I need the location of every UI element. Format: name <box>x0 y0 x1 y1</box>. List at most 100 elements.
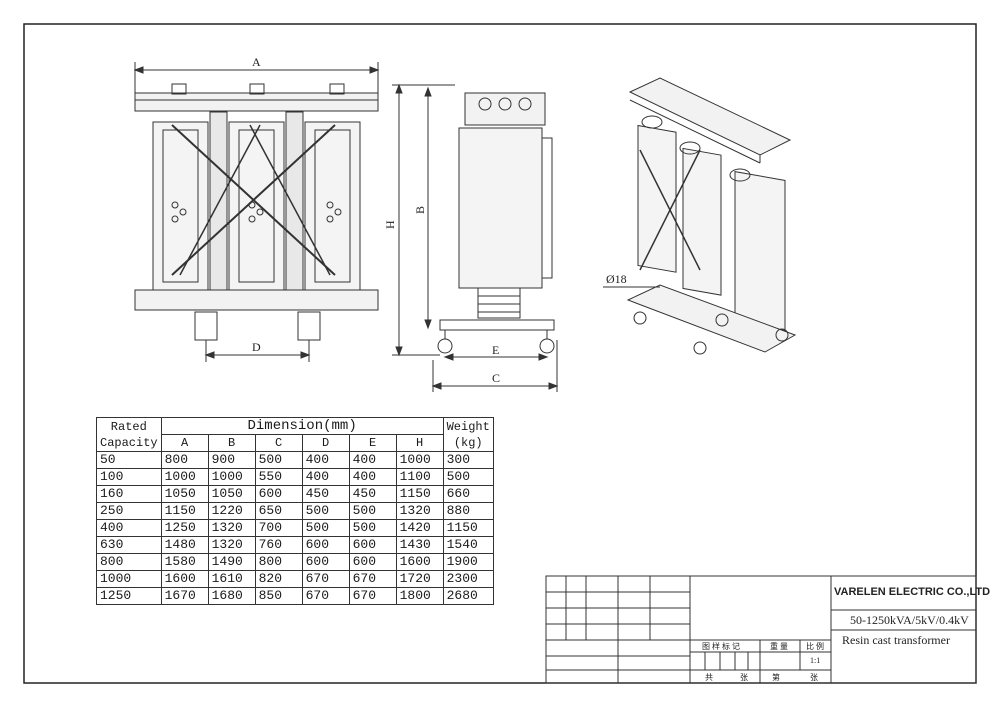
table-cell: 600 <box>348 536 397 554</box>
header-col-h: H <box>395 434 444 452</box>
table-cell: 1000 <box>96 570 162 588</box>
header-col-d: D <box>301 434 350 452</box>
table-cell: 900 <box>207 451 256 469</box>
table-cell: 820 <box>254 570 303 588</box>
title-block <box>545 575 977 684</box>
dim-d-label: D <box>252 340 261 354</box>
dimension-table: Rated Capacity Dimension(mm) Weight (kg)… <box>96 417 494 605</box>
scale-value: 1:1 <box>810 656 821 665</box>
table-cell: 1900 <box>442 553 494 571</box>
table-cell: 50 <box>96 451 162 469</box>
table-cell: 670 <box>348 587 397 605</box>
table-cell: 450 <box>301 485 350 503</box>
table-cell: 400 <box>301 451 350 469</box>
scale-label: 比 例 <box>806 642 824 651</box>
table-cell: 250 <box>96 502 162 520</box>
table-cell: 1600 <box>160 570 209 588</box>
weight-label: 重 量 <box>770 642 788 651</box>
table-cell: 880 <box>442 502 494 520</box>
header-weight: Weight (kg) <box>442 417 494 452</box>
table-cell: 1000 <box>160 468 209 486</box>
table-cell: 500 <box>348 502 397 520</box>
spec-text: 50-1250kVA/5kV/0.4kV <box>850 613 969 627</box>
table-cell: 600 <box>301 553 350 571</box>
table-cell: 1250 <box>160 519 209 537</box>
table-cell: 1150 <box>160 502 209 520</box>
table-cell: 1320 <box>207 519 256 537</box>
table-cell: 500 <box>254 451 303 469</box>
front-view <box>133 62 380 362</box>
header-rated-label: Rated <box>110 419 147 434</box>
header-col-e: E <box>348 434 397 452</box>
table-cell: 1670 <box>160 587 209 605</box>
table-cell: 800 <box>96 553 162 571</box>
table-cell: 400 <box>348 451 397 469</box>
table-cell: 600 <box>348 553 397 571</box>
total-label: 共 <box>705 673 713 682</box>
company-name: VARELEN ELECTRIC CO.,LTD <box>834 586 991 598</box>
table-cell: 760 <box>254 536 303 554</box>
dim-b-label: B <box>413 206 427 214</box>
product-name: Resin cast transformer <box>842 633 950 647</box>
header-col-b: B <box>207 434 256 452</box>
table-cell: 670 <box>348 570 397 588</box>
number-label: 第 <box>772 673 780 682</box>
header-weight-label: Weight <box>446 419 490 434</box>
sheet-border <box>23 23 977 684</box>
side-view <box>392 83 559 392</box>
table-cell: 1720 <box>395 570 444 588</box>
table-cell: 1000 <box>207 468 256 486</box>
table-cell: 500 <box>348 519 397 537</box>
table-cell: 2680 <box>442 587 494 605</box>
table-cell: 1050 <box>160 485 209 503</box>
table-cell: 450 <box>348 485 397 503</box>
table-cell: 650 <box>254 502 303 520</box>
table-cell: 500 <box>442 468 494 486</box>
table-cell: 600 <box>301 536 350 554</box>
dim-e-label: E <box>492 343 499 357</box>
header-col-a: A <box>160 434 209 452</box>
marks-label: 图 样 标 记 <box>702 642 740 651</box>
header-rated-capacity: Rated Capacity <box>96 417 162 452</box>
table-cell: 1430 <box>395 536 444 554</box>
table-cell: 850 <box>254 587 303 605</box>
table-cell: 1580 <box>160 553 209 571</box>
table-cell: 1220 <box>207 502 256 520</box>
table-cell: 1600 <box>395 553 444 571</box>
table-cell: 500 <box>301 519 350 537</box>
header-dimension: Dimension(mm) <box>160 417 444 435</box>
table-cell: 800 <box>160 451 209 469</box>
table-cell: 800 <box>254 553 303 571</box>
table-cell: 1480 <box>160 536 209 554</box>
table-cell: 550 <box>254 468 303 486</box>
table-cell: 1150 <box>395 485 444 503</box>
table-cell: 500 <box>301 502 350 520</box>
table-cell: 400 <box>96 519 162 537</box>
sheet-label-1: 张 <box>740 673 748 682</box>
table-cell: 630 <box>96 536 162 554</box>
table-cell: 1680 <box>207 587 256 605</box>
table-cell: 1000 <box>395 451 444 469</box>
table-cell: 1150 <box>442 519 494 537</box>
isometric-view <box>603 77 797 355</box>
table-cell: 670 <box>301 587 350 605</box>
table-cell: 1320 <box>395 502 444 520</box>
table-cell: 1800 <box>395 587 444 605</box>
table-cell: 400 <box>348 468 397 486</box>
table-cell: 100 <box>96 468 162 486</box>
table-cell: 1540 <box>442 536 494 554</box>
table-cell: 1250 <box>96 587 162 605</box>
table-cell: 600 <box>254 485 303 503</box>
